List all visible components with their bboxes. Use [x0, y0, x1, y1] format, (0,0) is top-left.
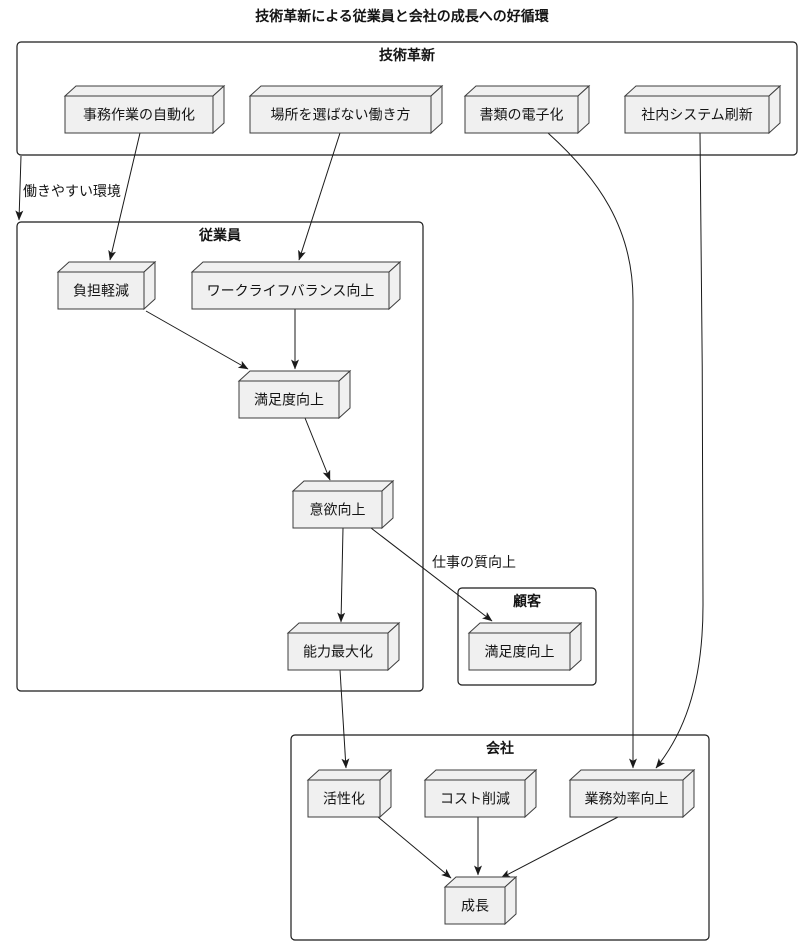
node-satisfaction-front-face: [238, 380, 340, 419]
node-efficiency-label: 業務効率向上: [585, 791, 669, 808]
node-auto-label: 事務作業の自動化: [83, 108, 195, 124]
node-system-label: 社内システム刷新: [641, 108, 753, 124]
node-auto: 事務作業の自動化: [63, 84, 226, 135]
node-motivation-top-face: [291, 480, 395, 492]
node-system-front-face: [624, 95, 770, 134]
edge-motivation-to-cust_sat: [370, 527, 493, 622]
node-efficiency-top-face: [568, 769, 696, 781]
node-satisfaction-label: 満足度向上: [254, 393, 324, 409]
group-employee: 従業員: [16, 221, 424, 692]
node-remote: 場所を選ばない働き方: [248, 84, 444, 135]
node-ability: 能力最大化: [286, 621, 401, 672]
node-activate-label: 活性化: [323, 792, 365, 808]
node-remote-top-face: [248, 85, 444, 97]
diagram-title: 技術革新による従業員と会社の成長への好循環: [255, 8, 550, 25]
node-motivation: 意欲向上: [291, 479, 395, 530]
edge-ability-to-activate: [339, 669, 350, 769]
node-auto-top-face: [63, 85, 226, 97]
group-employee-border: [16, 221, 424, 692]
node-system-top-face: [623, 85, 782, 97]
edge-tech-to-employee: [15, 155, 24, 221]
node-wlb-front-face: [191, 271, 390, 310]
node-cust_sat-label: 満足度向上: [485, 645, 555, 661]
node-activate-top-face: [306, 769, 393, 781]
node-satisfaction-top-face: [237, 370, 352, 382]
node-efficiency-front-face: [569, 779, 684, 818]
edge-label-motivation-to-cust_sat: 仕事の質向上: [432, 555, 516, 571]
node-auto-front-face: [64, 95, 214, 134]
node-wlb-label: ワークライフバランス向上: [207, 284, 375, 300]
node-efficiency: 業務効率向上: [568, 768, 696, 819]
node-cost-label: コスト削減: [440, 791, 510, 808]
node-remote-label: 場所を選ばない働き方: [271, 108, 411, 124]
edge-burden-to-satisfaction: [145, 310, 249, 370]
node-motivation-label: 意欲向上: [310, 502, 366, 519]
node-cust_sat-front-face: [468, 632, 571, 671]
node-cost-front-face: [424, 779, 526, 818]
group-company-label: 会社: [486, 740, 514, 757]
edge-remote-to-wlb: [298, 132, 341, 261]
edge-efficiency-to-growth: [500, 816, 619, 879]
node-ability-label: 能力最大化: [303, 645, 373, 661]
node-paperless-label: 書類の電子化: [480, 108, 564, 124]
node-ability-top-face: [286, 622, 401, 634]
node-system: 社内システム刷新: [623, 84, 782, 135]
edge-auto-to-burden: [108, 132, 141, 261]
node-ability-front-face: [287, 632, 389, 671]
edge-label-tech-to-employee: 働きやすい環境: [23, 184, 121, 200]
group-tech-label: 技術革新: [379, 47, 435, 64]
node-burden: 負担軽減: [56, 260, 157, 311]
node-wlb-top-face: [190, 261, 402, 273]
node-remote-front-face: [249, 95, 432, 134]
group-employee-label: 従業員: [198, 227, 241, 244]
node-cost-top-face: [423, 769, 538, 781]
node-burden-label: 負担軽減: [73, 283, 129, 300]
node-burden-top-face: [56, 261, 157, 273]
node-cust_sat-top-face: [467, 622, 583, 634]
node-activate: 活性化: [306, 768, 393, 819]
edge-layer: [15, 132, 704, 879]
edge-system-to-efficiency: [655, 132, 704, 769]
node-cust_sat: 満足度向上: [467, 621, 583, 672]
node-activate-front-face: [307, 779, 381, 818]
edge-paperless-to-efficiency: [547, 132, 637, 769]
edge-activate-to-growth: [377, 816, 452, 879]
node-wlb: ワークライフバランス向上: [190, 260, 402, 311]
node-growth-top-face: [443, 876, 518, 888]
node-growth: 成長: [443, 875, 518, 926]
node-paperless: 書類の電子化: [463, 84, 591, 135]
group-customer-label: 顧客: [513, 593, 542, 610]
node-growth-front-face: [444, 886, 506, 925]
node-paperless-top-face: [463, 85, 591, 97]
node-motivation-front-face: [292, 490, 383, 529]
node-burden-front-face: [57, 271, 145, 310]
node-paperless-front-face: [464, 95, 579, 134]
edge-motivation-to-ability: [337, 527, 346, 623]
edge-satisfaction-to-motivation: [304, 417, 331, 481]
node-cost: コスト削減: [423, 768, 538, 819]
node-growth-label: 成長: [461, 899, 489, 915]
node-satisfaction: 満足度向上: [237, 369, 352, 420]
